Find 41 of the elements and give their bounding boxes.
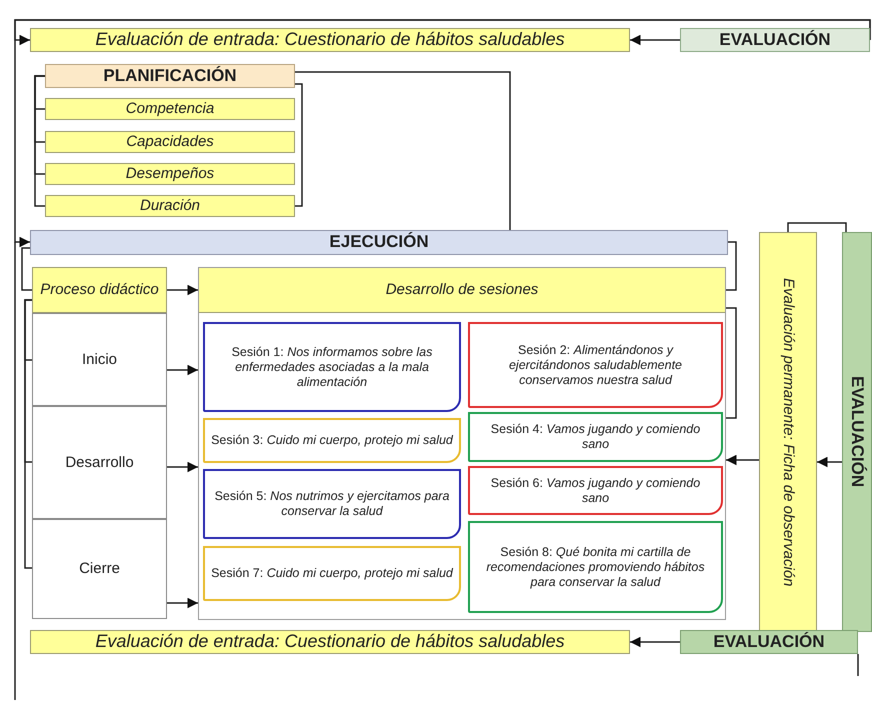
session-box: Sesión 4: Vamos jugando y comiendo sano [468,412,723,462]
session-box: Sesión 2: Alimentándonos y ejercitándonos saludablemente conservamos nuestra salud [468,322,723,408]
stage-box: EJECUCIÓN [30,230,728,255]
connector-line [24,299,32,569]
session-box: Sesión 5: Nos nutrimos y ejercitamos para conservar la salud [203,469,461,539]
phase-box: Cierre [32,519,167,619]
stage-box: EVALUACIÓN [680,28,870,52]
process-box: Desempeños [45,163,295,185]
arrow [817,456,842,468]
connector-line [21,247,32,291]
process-box: Duración [45,195,295,217]
connector-line [726,241,737,291]
arrow [630,34,680,46]
session-box: Sesión 6: Vamos jugando y comiendo sano [468,466,723,515]
phase-box: Inicio [32,313,167,406]
process-box: Capacidades [45,131,295,153]
process-box: Competencia [45,98,295,120]
arrow [167,598,198,608]
connector-line [34,75,45,207]
session-box: Sesión 1: Nos informamos sobre las enfermedades asociadas a la mala alimentación [203,322,461,412]
session-box: Sesión 8: Qué bonita mi cartilla de recomendaciones promoviendo hábitos para conservar la salud [468,521,723,613]
process-box: Evaluación de entrada: Cuestionario de hábitos saludables [30,630,630,654]
arrow [167,364,198,376]
session-panel [198,267,726,620]
arrow [14,19,871,248]
process-box: Evaluación permanente: Ficha de observación [759,232,817,632]
arrow [630,636,680,648]
stage-box: EVALUACIÓN [842,232,872,632]
arrow [167,284,198,296]
session-box: Sesión 7: Cuido mi cuerpo, protejo mi salud [203,546,461,601]
phase-box: Desarrollo [32,406,167,519]
session-box: Sesión 3: Cuido mi cuerpo, protejo mi salud [203,418,461,463]
panel-heading: Desarrollo de sesiones [199,268,725,313]
arrow [726,454,759,466]
process-box: Proceso didáctico [32,267,167,313]
connector-line [295,71,511,230]
stage-box: PLANIFICACIÓN [45,64,295,88]
process-box: Evaluación de entrada: Cuestionario de hábitos saludables [30,28,630,52]
stage-box: EVALUACIÓN [680,630,858,654]
connector-line [787,222,847,232]
arrow [167,462,198,472]
